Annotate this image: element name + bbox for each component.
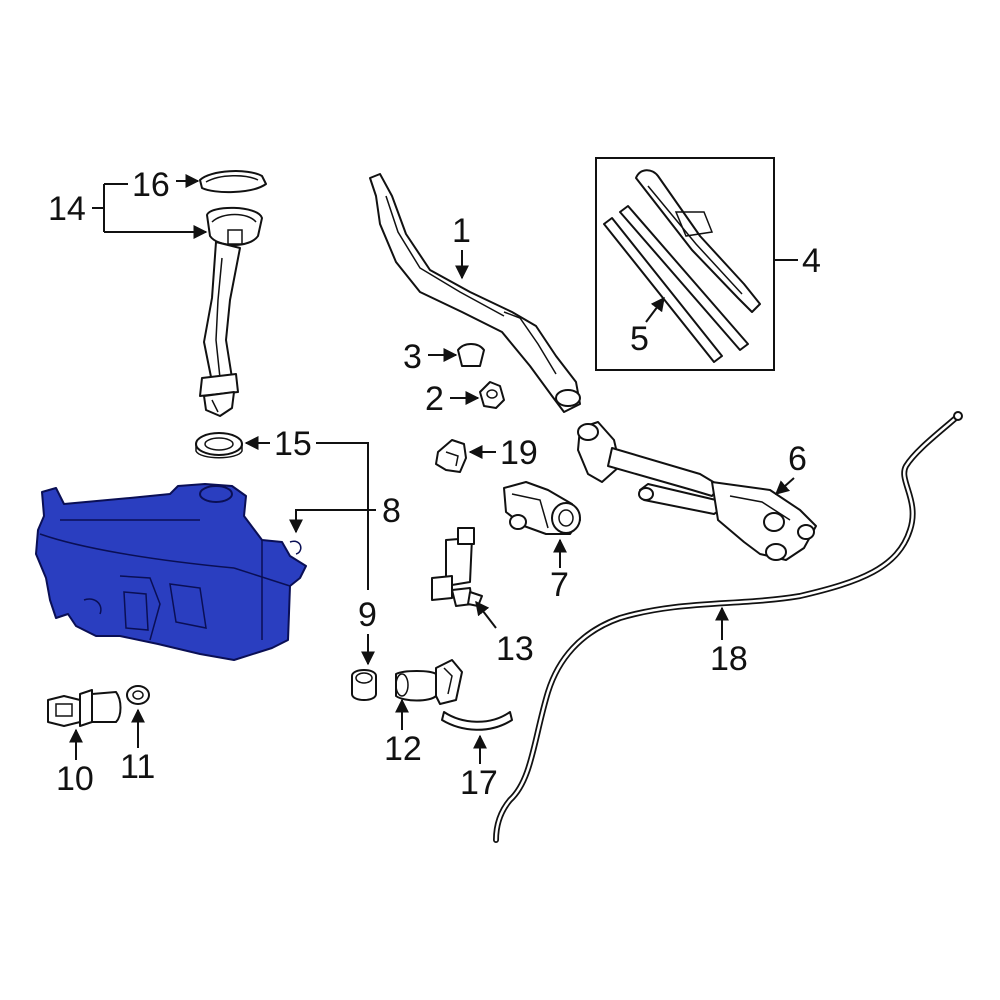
callout-labels: 1 2 3 4 5 6 7 8 9 10 11 12 13 14 15 16 1… (48, 166, 821, 802)
part-9-pump-grommet[interactable] (351, 669, 377, 701)
callout-7: 7 (550, 566, 569, 604)
part-16-filler-cap[interactable] (199, 170, 267, 194)
part-2-nut[interactable] (479, 381, 505, 409)
callout-4: 4 (802, 242, 821, 280)
part-5-blade-refill[interactable] (603, 205, 749, 363)
callout-1: 1 (452, 212, 471, 250)
part-4-wiper-blade[interactable] (635, 169, 761, 313)
part-7-wiper-motor[interactable] (503, 481, 581, 535)
callout-8: 8 (382, 492, 401, 530)
callout-15: 15 (274, 425, 312, 463)
part-19-clip[interactable] (435, 439, 467, 473)
callout-12: 12 (384, 730, 422, 768)
callout-17: 17 (460, 764, 498, 802)
callout-2: 2 (425, 380, 444, 418)
part-6-wiper-linkage[interactable] (577, 421, 817, 561)
callout-9: 9 (358, 596, 377, 634)
callout-14: 14 (48, 190, 86, 228)
callout-3: 3 (403, 338, 422, 376)
callout-16: 16 (132, 166, 170, 204)
part-3-cap[interactable] (457, 343, 485, 367)
callout-5: 5 (630, 320, 649, 358)
blade-assembly-frame (595, 157, 775, 371)
callout-18: 18 (710, 640, 748, 678)
part-1-wiper-arm[interactable] (369, 173, 581, 413)
callout-10: 10 (56, 760, 94, 798)
callout-11: 11 (120, 748, 155, 786)
callout-6: 6 (788, 440, 807, 478)
part-15-seal[interactable] (195, 432, 243, 459)
part-10-level-sensor[interactable] (47, 689, 122, 727)
callout-19: 19 (500, 434, 538, 472)
part-13-pump[interactable] (431, 527, 483, 607)
callout-13: 13 (496, 630, 534, 668)
part-11-grommet[interactable] (126, 685, 150, 705)
leader-lines (69, 174, 798, 764)
part-17-hose[interactable] (441, 711, 513, 731)
part-14-filler-neck[interactable] (199, 206, 263, 417)
part-18-washer-hose[interactable] (493, 411, 963, 843)
part-12-washer-pump[interactable] (395, 659, 463, 705)
part-8-washer-reservoir[interactable] (35, 483, 307, 661)
